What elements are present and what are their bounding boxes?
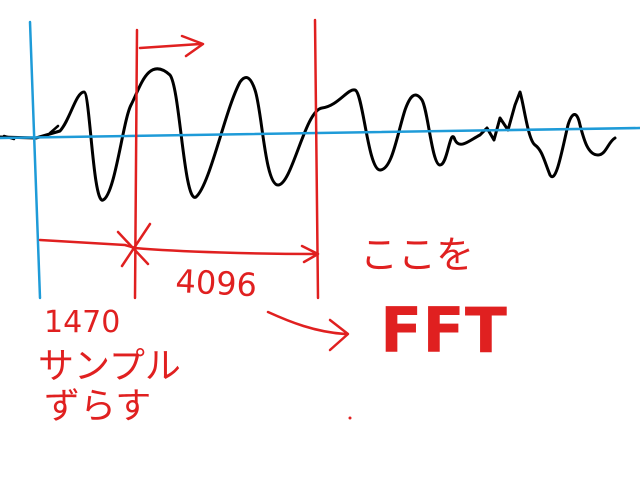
window-start-line <box>133 28 139 300</box>
window-end-line <box>313 18 320 300</box>
target-label-line1: ここを <box>360 233 474 277</box>
waveform <box>0 67 617 202</box>
target-label-line2: FFT <box>380 294 507 367</box>
stray-dot <box>348 416 352 420</box>
time-axis <box>0 126 640 140</box>
origin-line <box>28 20 42 300</box>
shift-label-line3: ずらす <box>44 386 151 427</box>
to-fft-arrow-icon <box>266 310 350 352</box>
shift-arrow-icon <box>138 34 205 58</box>
span-tick-mark <box>116 222 152 268</box>
shift-label-line2: サンプル <box>38 346 181 387</box>
shift-label-line1: 1470 <box>44 305 120 340</box>
window-size-label: 4096 <box>175 262 258 304</box>
window-span-line <box>38 238 320 264</box>
